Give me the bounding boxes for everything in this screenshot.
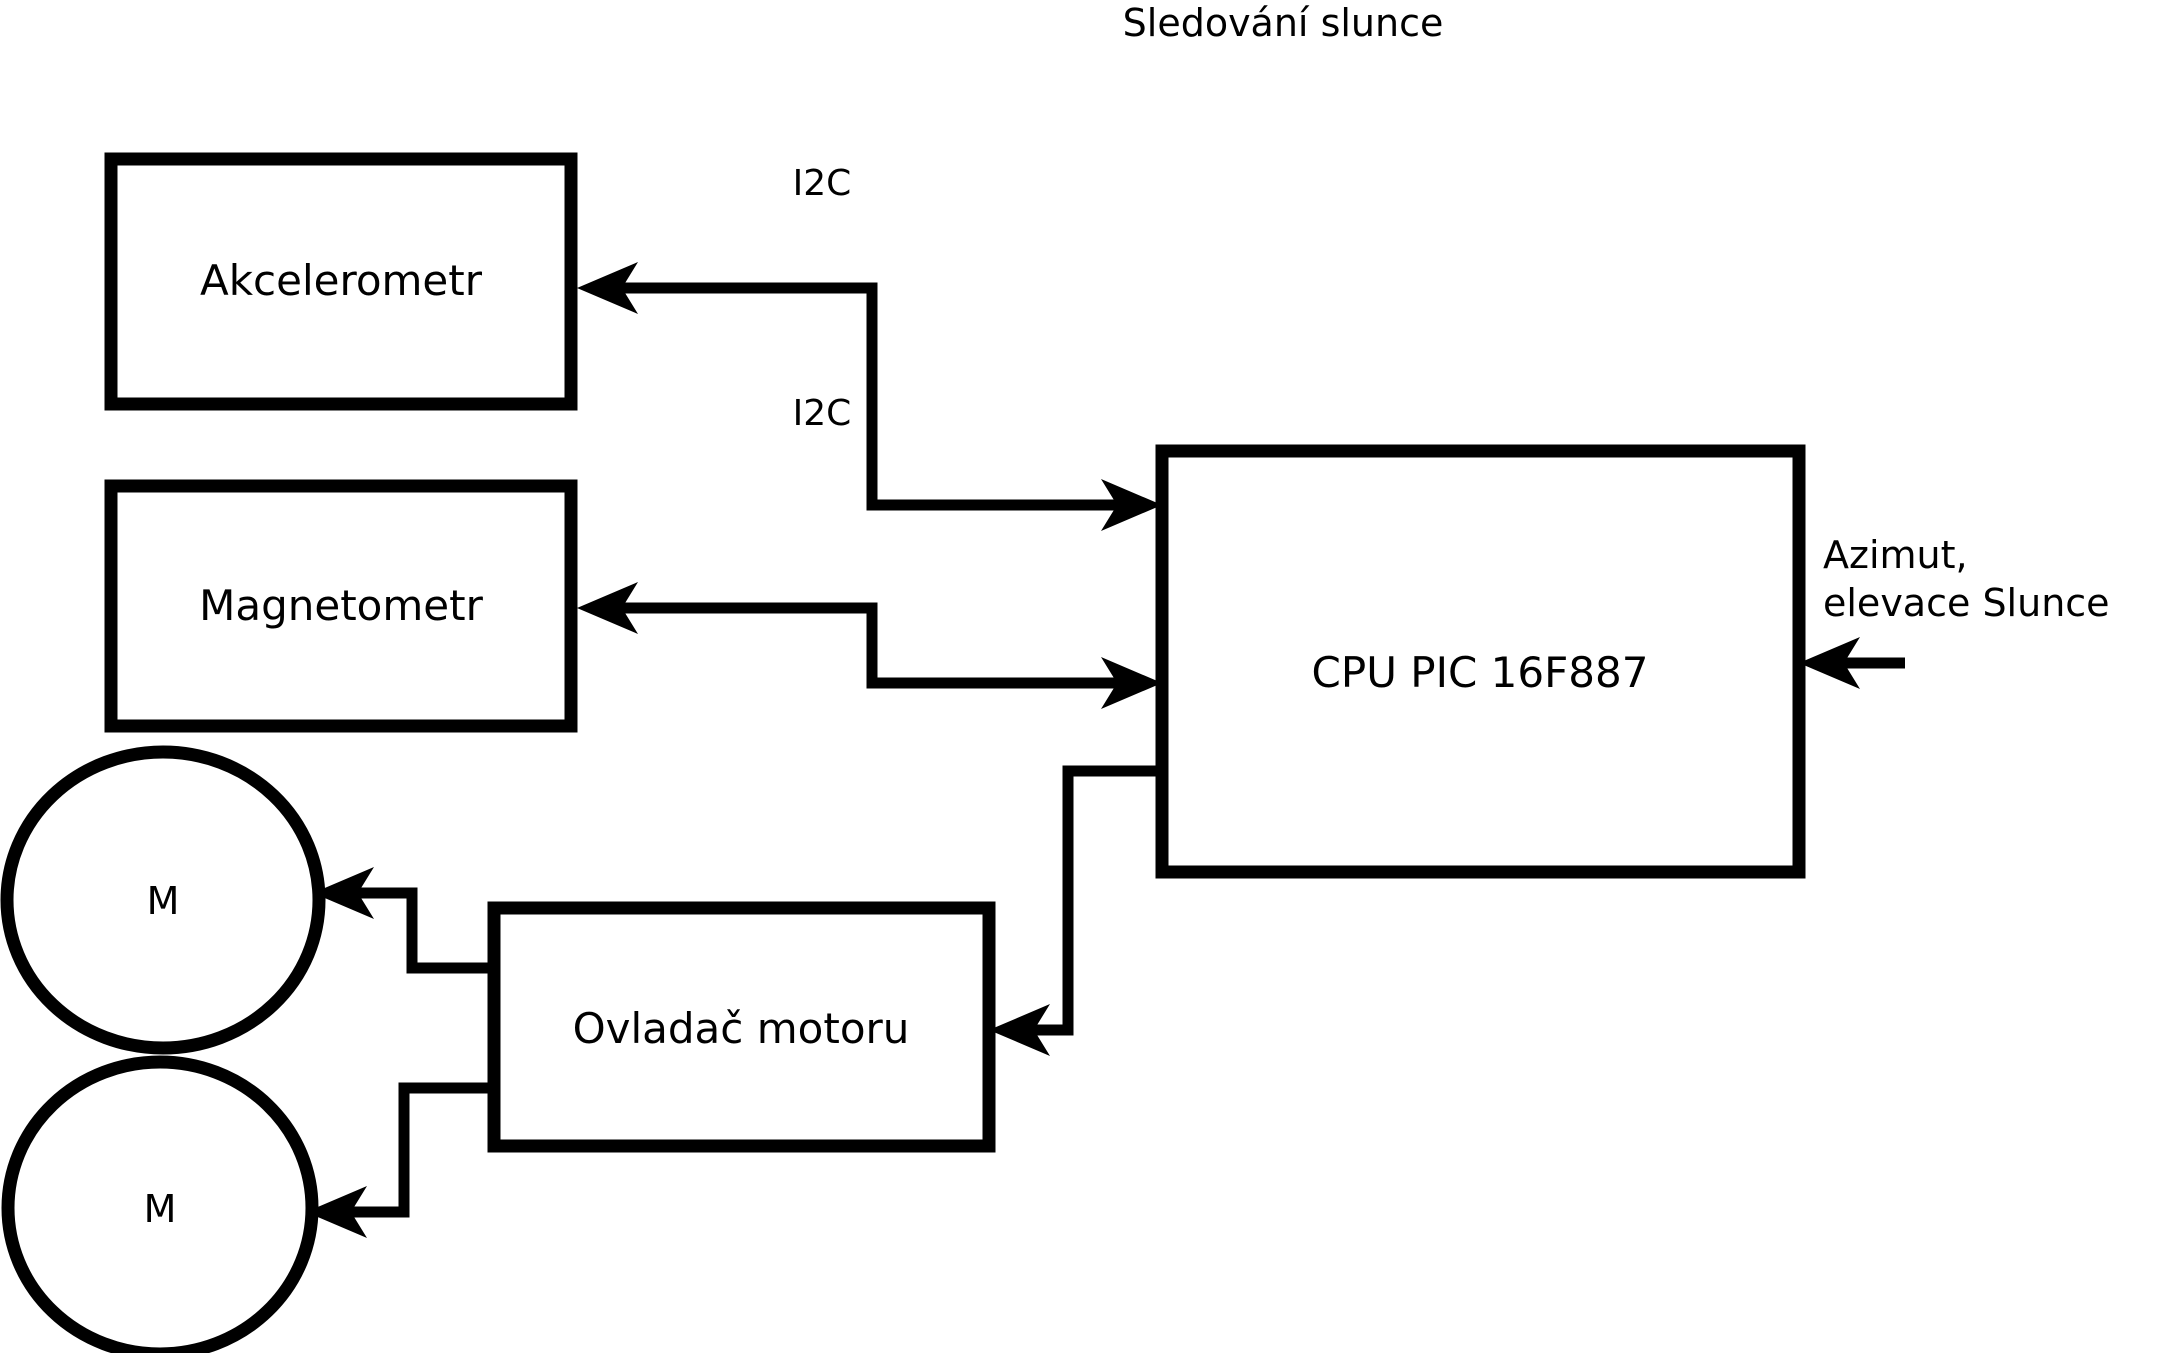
i2c-label-magnetometer: I2C — [793, 393, 852, 434]
connection-cpu-to-magnetometer — [577, 582, 1120, 689]
motor-2-label: M — [144, 1187, 177, 1231]
motor-2-drive-line — [345, 1082, 500, 1218]
block-motor-1[interactable]: M — [0, 745, 326, 1055]
connection-cpu-to-accelerometer — [577, 262, 1120, 511]
motor-2-circle — [1, 1055, 319, 1353]
block-magnetometer[interactable]: Magnetometr — [104, 479, 578, 733]
connection-cpu-to-motor-driver — [989, 765, 1168, 1056]
arrow-head-into-motor-1 — [313, 867, 374, 919]
arrow-head-into-cpu-from-accelerometer — [1101, 479, 1162, 531]
cpu-box — [1155, 444, 1806, 879]
motor-driver-box — [487, 901, 996, 1153]
motor-1-circle — [0, 745, 326, 1055]
magnetometer-read-line — [612, 602, 1120, 689]
arrow-head-into-cpu-from-magnetometer — [1101, 657, 1162, 709]
connection-external-input-to-cpu: Azimut, elevace Slunce — [1799, 533, 2110, 689]
block-accelerometer[interactable]: Akcelerometr — [104, 152, 578, 411]
arrow-head-into-motor-driver — [989, 1004, 1050, 1056]
cpu-label: CPU PIC 16F887 — [1312, 648, 1649, 697]
i2c-label-accelerometer: I2C — [793, 163, 852, 204]
accelerometer-label: Akcelerometr — [200, 256, 483, 305]
connection-motor-driver-to-motor-1 — [313, 867, 500, 974]
motor-1-label: M — [147, 879, 180, 923]
block-motor-driver[interactable]: Ovladač motoru — [487, 901, 996, 1153]
arrow-head-into-magnetometer — [577, 582, 638, 634]
motor-1-drive-line — [352, 887, 500, 974]
connection-magnetometer-to-cpu — [1101, 657, 1162, 709]
connection-motor-driver-to-motor-2 — [306, 1082, 500, 1238]
connection-accelerometer-to-cpu — [1101, 479, 1162, 531]
motor-driver-label: Ovladač motoru — [573, 1004, 910, 1053]
arrow-head-into-cpu-external — [1799, 637, 1860, 689]
magnetometer-box — [104, 479, 578, 733]
accelerometer-box — [104, 152, 578, 411]
block-motor-2[interactable]: M — [1, 1055, 319, 1353]
motor-driver-command-line — [1027, 765, 1168, 1036]
external-input-label-line2: elevace Slunce — [1823, 581, 2110, 625]
arrow-head-into-motor-2 — [306, 1186, 367, 1238]
magnetometer-label: Magnetometr — [199, 581, 483, 630]
external-input-label-line1: Azimut, — [1823, 533, 1968, 577]
accelerometer-read-line — [612, 282, 1120, 511]
diagram-title: Sledování slunce — [1123, 1, 1444, 45]
block-cpu[interactable]: CPU PIC 16F887 — [1155, 444, 1806, 879]
arrow-head-into-accelerometer — [577, 262, 638, 314]
